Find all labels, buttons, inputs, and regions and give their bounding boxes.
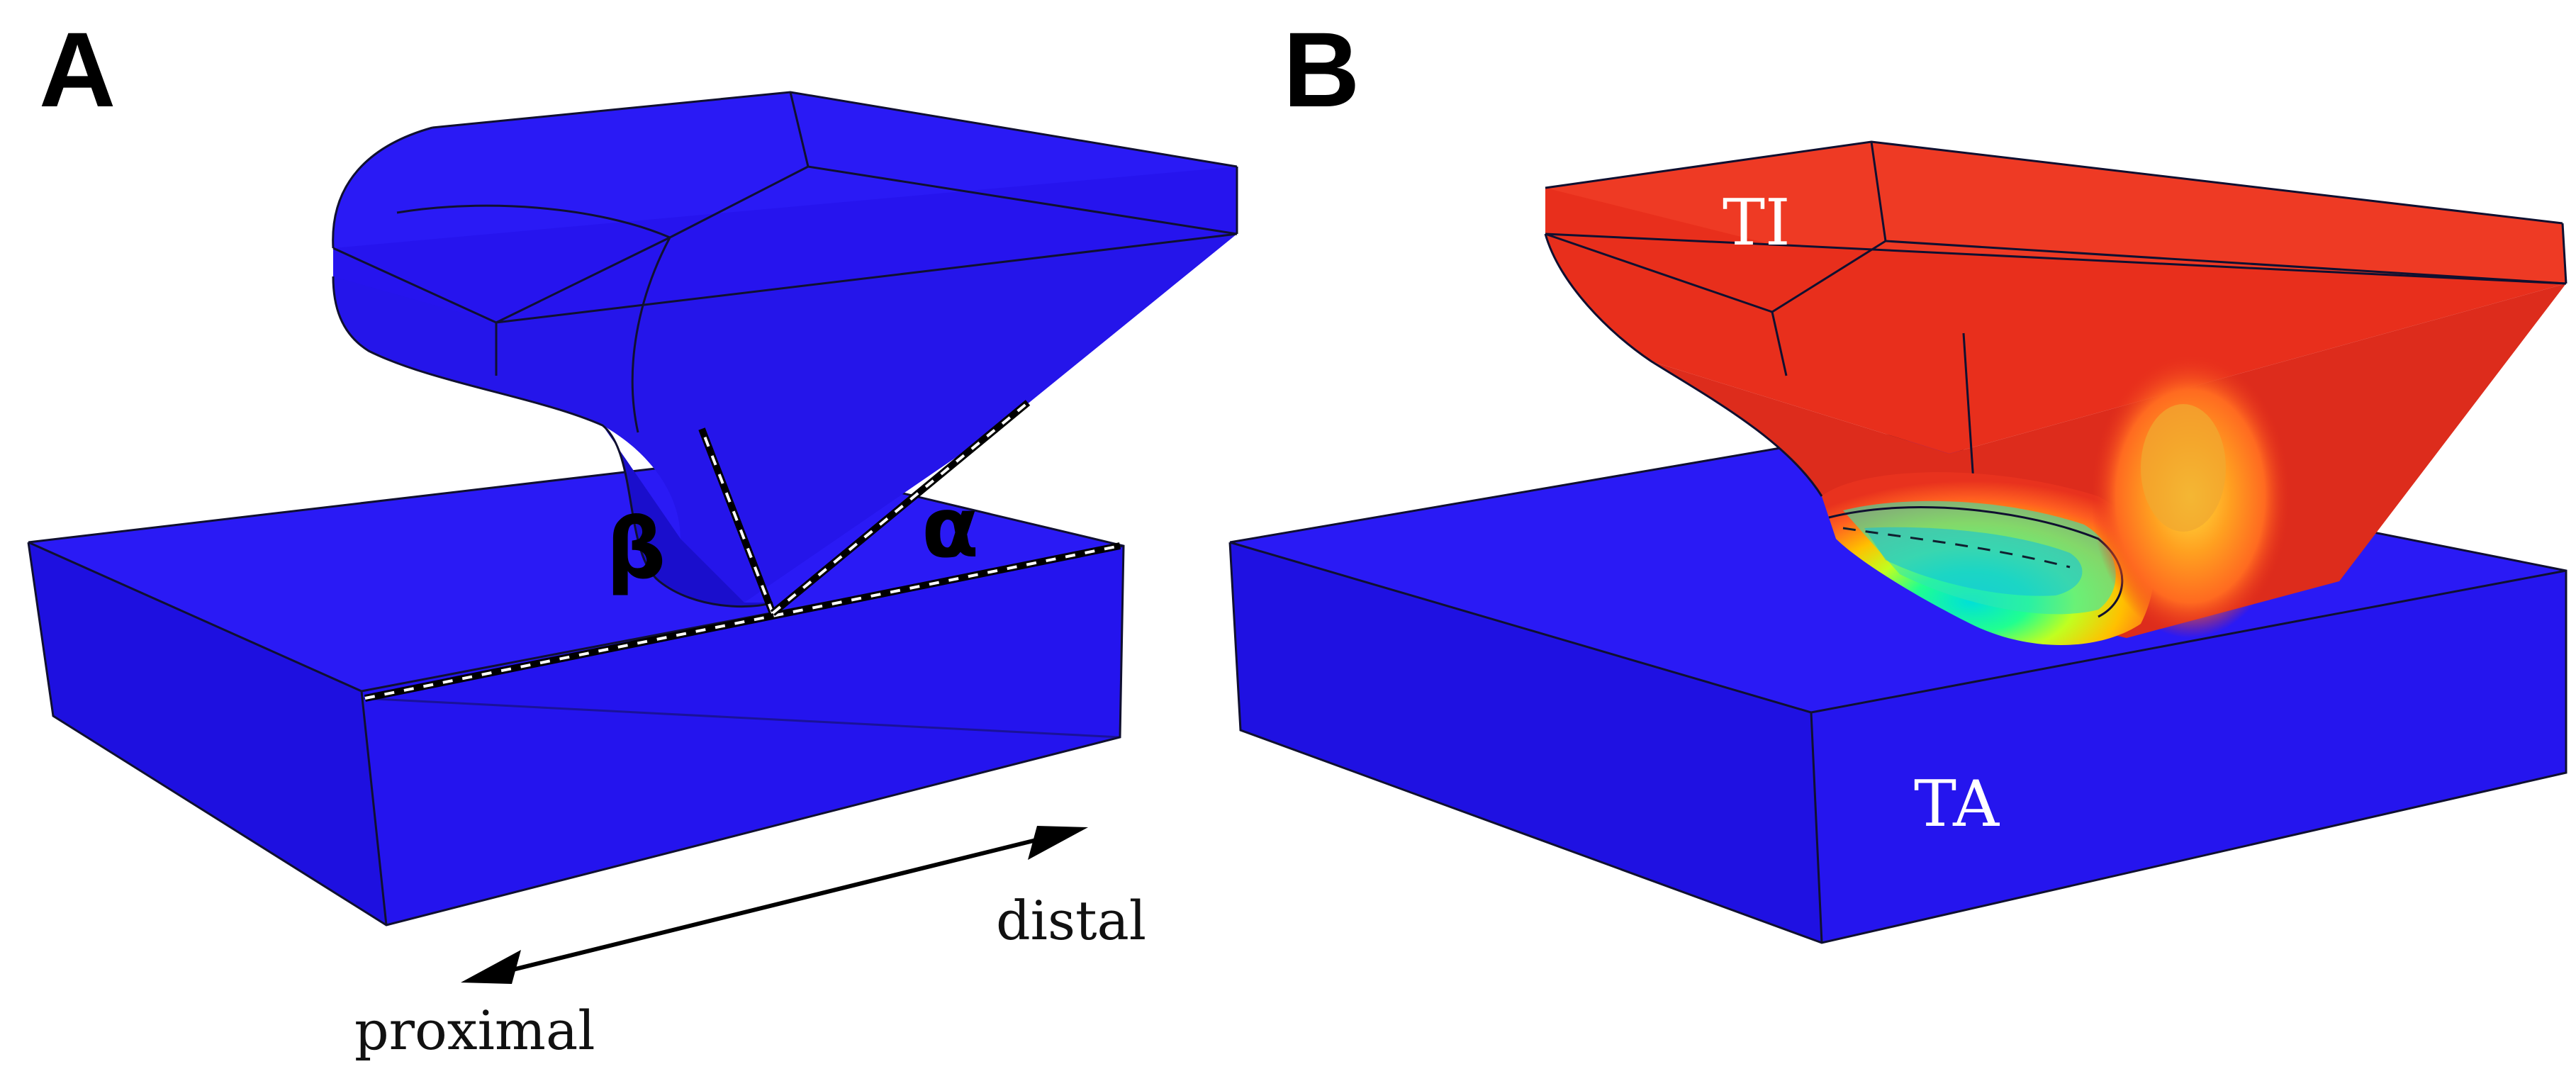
panel-b: B xyxy=(1228,10,2567,944)
panel-a-angle-lines xyxy=(364,400,1121,702)
contact-contour-map xyxy=(1822,354,2290,645)
proximal-label: proximal xyxy=(354,999,595,1062)
panel-a-upper-indenter xyxy=(332,91,1238,608)
angle-alpha-label: α xyxy=(922,478,979,576)
panel-b-letter: B xyxy=(1283,10,1360,129)
angle-beta-label: β xyxy=(606,500,666,598)
panel-a: A xyxy=(27,10,1238,1062)
direction-arrow xyxy=(461,826,1088,984)
ti-label: TI xyxy=(1723,186,1791,260)
ta-label: TA xyxy=(1914,767,2000,841)
distal-label: distal xyxy=(996,889,1146,952)
panel-a-letter: A xyxy=(39,10,116,129)
